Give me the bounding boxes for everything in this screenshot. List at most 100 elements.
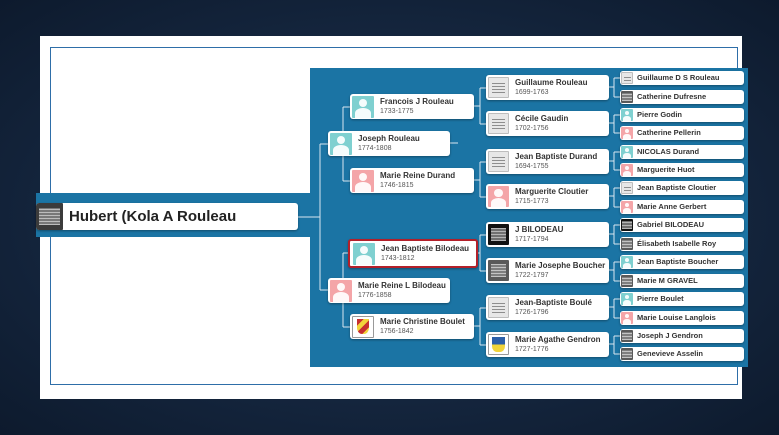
female-avatar-icon bbox=[488, 186, 509, 207]
person-name: Marie Christine Boulet bbox=[380, 317, 465, 327]
male-avatar-icon bbox=[621, 256, 633, 268]
person-name: Pierre Godin bbox=[637, 109, 683, 119]
person-name: Francois J Rouleau bbox=[380, 97, 454, 107]
female-avatar-icon bbox=[621, 127, 633, 139]
person-name: Jean Baptiste Boucher bbox=[637, 256, 719, 266]
person-name: Guillaume D S Rouleau bbox=[637, 72, 720, 82]
photo-icon bbox=[621, 275, 633, 287]
document-photo-icon bbox=[488, 151, 509, 172]
person-name: Marguerite Cloutier bbox=[515, 187, 589, 197]
person-card-joseph-j-gendron[interactable]: Joseph J Gendron bbox=[620, 329, 744, 343]
person-dates: 1694-1755 bbox=[515, 162, 549, 170]
person-dates: 1726-1796 bbox=[515, 308, 549, 316]
person-dates: 1776-1858 bbox=[358, 291, 392, 299]
person-card-marie-christine-boulet[interactable]: Marie Christine Boulet 1756-1842 bbox=[350, 314, 474, 339]
person-name: Cécile Gaudin bbox=[515, 114, 569, 124]
person-card-marie-reine-l-bilodeau[interactable]: Marie Reine L Bilodeau 1776-1858 bbox=[328, 278, 450, 303]
person-name: Guillaume Rouleau bbox=[515, 78, 588, 88]
person-card-marie-anne-gerbert[interactable]: Marie Anne Gerbert bbox=[620, 200, 744, 214]
photo-icon bbox=[488, 224, 509, 245]
female-avatar-icon bbox=[330, 279, 352, 302]
photo-icon bbox=[621, 348, 633, 360]
document-photo-icon bbox=[488, 113, 509, 134]
root-person-card[interactable]: Hubert (Kola A Rouleau bbox=[36, 203, 298, 230]
coat-of-arms-icon bbox=[488, 334, 509, 355]
person-dates: 1715-1773 bbox=[515, 197, 549, 205]
person-name: J BILODEAU bbox=[515, 225, 564, 235]
person-dates: 1746-1815 bbox=[380, 181, 414, 189]
person-name: Jean Baptiste Bilodeau bbox=[381, 244, 470, 254]
person-card-catherine-pellerin[interactable]: Catherine Pellerin bbox=[620, 126, 744, 140]
person-card-marie-reine-durand[interactable]: Marie Reine Durand 1746-1815 bbox=[350, 168, 474, 193]
person-name: Marie Reine L Bilodeau bbox=[358, 281, 446, 291]
person-name: Jean-Baptiste Boulé bbox=[515, 298, 592, 308]
root-photo bbox=[36, 203, 63, 230]
person-card-jean-baptiste-cloutier[interactable]: Jean Baptiste Cloutier bbox=[620, 181, 744, 195]
male-avatar-icon bbox=[621, 109, 633, 121]
person-name: Marie Anne Gerbert bbox=[637, 201, 707, 211]
male-avatar-icon bbox=[352, 95, 374, 118]
female-avatar-icon bbox=[621, 164, 633, 176]
person-card-jean-baptiste-bilodeau[interactable]: Jean Baptiste Bilodeau 1743-1812 bbox=[348, 239, 478, 268]
document-photo-icon bbox=[488, 77, 509, 98]
person-name: Marie Louise Langlois bbox=[637, 312, 716, 322]
person-name: Pierre Boulet bbox=[637, 293, 684, 303]
person-name: Jean Baptiste Durand bbox=[515, 152, 598, 162]
person-card-elisabeth-isabelle-roy[interactable]: Élisabeth Isabelle Roy bbox=[620, 237, 744, 251]
person-card-joseph-rouleau[interactable]: Joseph Rouleau 1774-1808 bbox=[328, 131, 450, 156]
person-name: Jean Baptiste Cloutier bbox=[637, 182, 717, 192]
male-avatar-icon bbox=[621, 293, 633, 305]
person-dates: 1717-1794 bbox=[515, 235, 549, 243]
person-dates: 1699-1763 bbox=[515, 88, 549, 96]
male-avatar-icon bbox=[621, 146, 633, 158]
person-card-gabriel-bilodeau[interactable]: Gabriel BILODEAU bbox=[620, 218, 744, 232]
photo-icon bbox=[488, 260, 509, 281]
female-avatar-icon bbox=[621, 312, 633, 324]
person-card-jean-baptiste-boucher[interactable]: Jean Baptiste Boucher bbox=[620, 255, 744, 269]
person-name: Joseph J Gendron bbox=[637, 330, 703, 340]
person-name: Marguerite Huot bbox=[637, 164, 695, 174]
photo-icon bbox=[621, 238, 633, 250]
person-dates: 1743-1812 bbox=[381, 254, 415, 262]
person-card-genevieve-asselin[interactable]: Genevieve Asselin bbox=[620, 347, 744, 361]
person-card-guillaume-d-s-rouleau[interactable]: Guillaume D S Rouleau bbox=[620, 71, 744, 85]
person-name: Marie Josephe Boucher bbox=[515, 261, 606, 271]
male-avatar-icon bbox=[353, 242, 375, 265]
photo-icon bbox=[621, 330, 633, 342]
female-avatar-icon bbox=[352, 169, 374, 192]
person-name: Gabriel BILODEAU bbox=[637, 219, 705, 229]
person-name: Catherine Pellerin bbox=[637, 127, 701, 137]
person-card-francois-j-rouleau[interactable]: Francois J Rouleau 1733-1775 bbox=[350, 94, 474, 119]
person-card-pierre-godin[interactable]: Pierre Godin bbox=[620, 108, 744, 122]
document-photo-icon bbox=[621, 182, 633, 194]
person-name: Marie Reine Durand bbox=[380, 171, 456, 181]
person-name: Marie M GRAVEL bbox=[637, 275, 698, 285]
person-dates: 1702-1756 bbox=[515, 124, 549, 132]
document-photo-icon bbox=[621, 72, 633, 84]
person-card-nicolas-durand[interactable]: NICOLAS Durand bbox=[620, 145, 744, 159]
person-name: Marie Agathe Gendron bbox=[515, 335, 601, 345]
root-name: Hubert (Kola A Rouleau bbox=[69, 207, 237, 225]
person-card-marie-louise-langlois[interactable]: Marie Louise Langlois bbox=[620, 311, 744, 325]
photo-icon bbox=[621, 91, 633, 103]
person-dates: 1727-1776 bbox=[515, 345, 549, 353]
person-card-catherine-dufresne[interactable]: Catherine Dufresne bbox=[620, 90, 744, 104]
person-card-marie-m-gravel[interactable]: Marie M GRAVEL bbox=[620, 274, 744, 288]
person-dates: 1774-1808 bbox=[358, 144, 392, 152]
person-dates: 1733-1775 bbox=[380, 107, 414, 115]
female-avatar-icon bbox=[621, 201, 633, 213]
male-avatar-icon bbox=[330, 132, 352, 155]
document-photo-icon bbox=[488, 297, 509, 318]
coat-of-arms-icon bbox=[352, 315, 374, 338]
person-card-pierre-boulet[interactable]: Pierre Boulet bbox=[620, 292, 744, 306]
person-name: Élisabeth Isabelle Roy bbox=[637, 238, 717, 248]
person-card-marguerite-huot[interactable]: Marguerite Huot bbox=[620, 163, 744, 177]
